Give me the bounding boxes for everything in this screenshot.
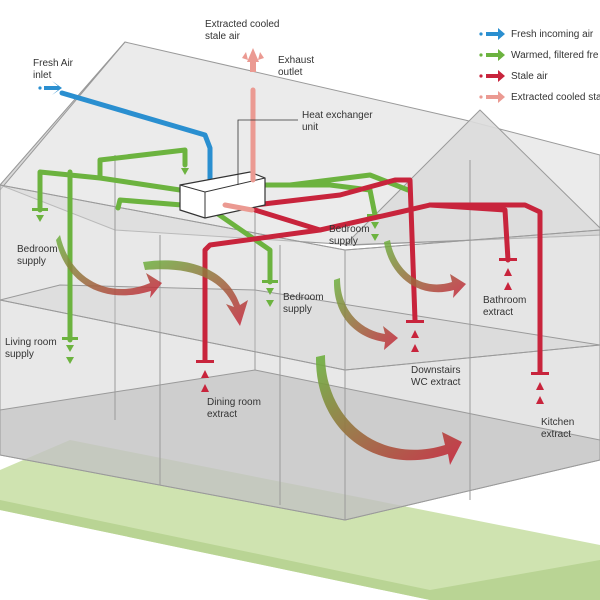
legend-arrow-stale-icon [479, 70, 505, 82]
label-exhaust-outlet: Exhaust outlet [278, 55, 317, 78]
legend-item-stale: Stale air [479, 70, 548, 82]
legend-item-cooled: Extracted cooled sta [479, 91, 600, 103]
legend-label-cooled: Extracted cooled sta [511, 92, 600, 103]
label-heat-exchanger: Heat exchanger unit [302, 110, 375, 133]
label-dining-room: Dining room extract [207, 397, 264, 420]
legend-arrow-fresh-icon [479, 28, 505, 40]
fresh-air-arrow-icon [38, 81, 62, 95]
legend-label-stale: Stale air [511, 71, 548, 82]
exhaust-duct [222, 87, 256, 213]
label-bathroom: Bathroom extract [483, 295, 529, 318]
legend-item-warm: Warmed, filtered fre [479, 49, 599, 61]
labels: Extracted cooled stale air Exhaust outle… [5, 19, 577, 440]
legend-label-warm: Warmed, filtered fre [511, 50, 599, 61]
legend-label-fresh: Fresh incoming air [511, 29, 594, 40]
label-bedroom-supply-left: Bedroom supply [17, 244, 60, 267]
stale-air-ducts [202, 177, 543, 375]
extract-vent-icons [196, 258, 549, 404]
legend-item-fresh: Fresh incoming air [479, 28, 594, 40]
label-bedroom-supply-mid: Bedroom supply [329, 224, 372, 247]
heat-exchanger-leader [237, 119, 298, 185]
label-extracted-cooled: Extracted cooled stale air [205, 19, 282, 42]
label-kitchen: Kitchen extract [541, 417, 577, 440]
exhaust-arrow-icon [242, 48, 264, 72]
label-fresh-air-inlet: Fresh Air inlet [33, 58, 76, 81]
supply-air-ducts [37, 147, 411, 343]
circulation-arrows [56, 235, 466, 465]
label-living-room: Living room supply [5, 337, 59, 360]
label-bedroom-supply-right: Bedroom supply [283, 292, 326, 315]
legend-arrow-warm-icon [479, 49, 505, 61]
fresh-air-duct [59, 90, 213, 188]
label-downstairs-wc: Downstairs WC extract [411, 365, 463, 388]
legend-arrow-cooled-icon [479, 91, 505, 103]
legend: Fresh incoming air Warmed, filtered fre … [479, 28, 600, 103]
